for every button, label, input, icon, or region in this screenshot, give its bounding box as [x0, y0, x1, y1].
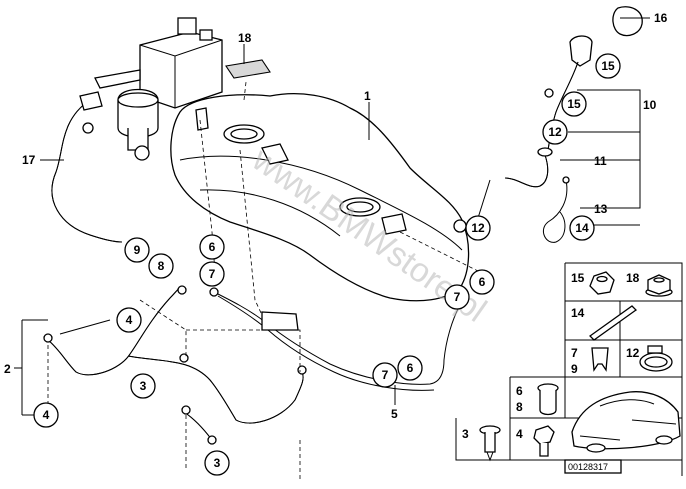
circle-label-14: 14	[575, 221, 589, 235]
legend-label-8: 8	[516, 400, 523, 414]
circle-label-15b: 15	[567, 97, 581, 111]
clip-icon	[591, 347, 609, 372]
circle-label-3b: 3	[214, 456, 221, 470]
purge-hose	[51, 91, 123, 243]
label-5: 5	[391, 407, 398, 421]
circle-label-9: 9	[134, 243, 141, 257]
parts-legend: 15 18 7 9 12 6 8 3	[455, 262, 683, 476]
leader-lines	[14, 17, 650, 416]
foam-pad	[225, 59, 271, 79]
circle-label-6c: 6	[407, 361, 414, 375]
legend-label-9: 9	[571, 362, 578, 376]
circle-label-4b: 4	[43, 408, 50, 422]
circle-label-12b: 12	[471, 221, 485, 235]
hose-clamp-icon	[639, 345, 673, 372]
legend-label-3: 3	[462, 427, 469, 441]
label-13: 13	[594, 202, 608, 216]
circle-label-6a: 6	[209, 240, 216, 254]
filler-hose	[504, 147, 553, 188]
expanding-rivet-icon	[479, 425, 501, 462]
fuel-tank	[170, 93, 470, 302]
fuel-lines	[209, 287, 461, 391]
circle-label-12a: 12	[548, 125, 562, 139]
circle-label-7a: 7	[209, 267, 216, 281]
label-18: 18	[238, 31, 252, 45]
label-11: 11	[594, 154, 607, 168]
plain-labels: 1 2 5 10 11 13 14 16 17 18	[4, 11, 668, 421]
circle-label-7c: 7	[382, 368, 389, 382]
label-16: 16	[654, 11, 668, 25]
circle-label-6b: 6	[479, 275, 486, 289]
legend-label-4: 4	[516, 427, 523, 441]
circle-label-15a: 15	[601, 59, 615, 73]
carbon-canister	[82, 17, 223, 161]
label-1: 1	[364, 89, 371, 103]
nut-icon	[589, 271, 615, 295]
legend-label-6: 6	[516, 384, 523, 398]
grommet-icon	[537, 383, 559, 416]
circle-label-8: 8	[158, 259, 165, 273]
flange-nut-icon	[645, 274, 673, 297]
legend-label-18: 18	[626, 271, 640, 285]
tank-straps	[43, 285, 307, 445]
diagram-reference-number: 00128317	[568, 462, 608, 472]
bolt-icon	[533, 425, 555, 457]
circle-label-4a: 4	[126, 313, 133, 327]
vent-line	[543, 176, 570, 243]
legend-label-12: 12	[626, 346, 640, 360]
legend-label-7: 7	[571, 346, 578, 360]
label-2: 2	[4, 362, 11, 376]
circle-label-3a: 3	[140, 379, 147, 393]
label-10: 10	[643, 98, 657, 112]
label-14: 14	[571, 306, 585, 320]
legend-label-15: 15	[571, 271, 585, 285]
circled-labels: 15 15 12 12 14 9 8 6 7 6 7 7 6 4 4 3 3	[33, 53, 621, 476]
circle-label-7b: 7	[454, 290, 461, 304]
car-silhouette-icon	[571, 391, 681, 453]
hose-sleeve-icon	[588, 305, 638, 341]
label-17: 17	[22, 153, 36, 167]
